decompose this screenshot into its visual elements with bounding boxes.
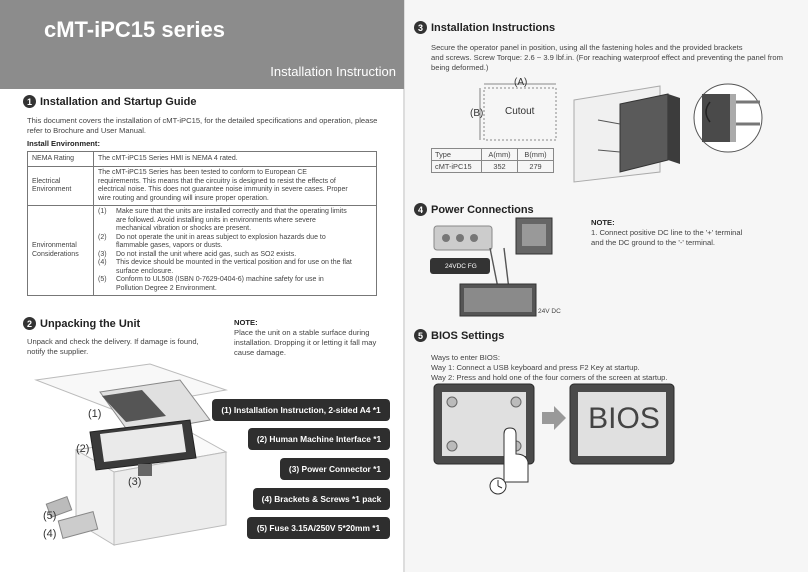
list-item: (3)Do not install the unit where acid ga… — [98, 250, 297, 258]
page-gutter — [403, 0, 405, 572]
callout-label: (5) — [43, 510, 57, 522]
intro-line: This document covers the installation of… — [27, 116, 378, 125]
section-number: 3 — [414, 21, 427, 34]
table-value: (1)Make sure that the units are installe… — [93, 205, 377, 296]
table-key: NEMA Rating — [27, 151, 94, 167]
section-number: 1 — [23, 95, 36, 108]
section-title: BIOS Settings — [431, 329, 505, 342]
callout-label: (2) — [76, 443, 90, 455]
note-heading: NOTE: — [234, 318, 258, 327]
panel-mounting-illustration — [573, 83, 763, 183]
table-header: Type — [431, 148, 482, 161]
dimension-a-label: (A) — [514, 77, 528, 88]
contents-item: (1) Installation Instruction, 2-sided A4… — [212, 399, 390, 421]
table-value: The cMT-iPC15 Series HMI is NEMA 4 rated… — [93, 151, 377, 167]
list-item: (4)This device should be mounted in the … — [98, 259, 352, 275]
contents-item: (5) Fuse 3.15A/250V 5*20mm *1 — [247, 517, 390, 539]
list-item: (2)Do not operate the unit in areas subj… — [98, 233, 326, 250]
dimension-b-label: (B) — [470, 108, 484, 119]
cutout-dimensions-table: Type A(mm) B(mm) cMT-iPC15 352 279 — [431, 148, 554, 173]
install-environment-table: NEMA Rating The cMT-iPC15 Series HMI is … — [27, 151, 377, 296]
section-1-intro: This document covers the installation of… — [27, 116, 377, 136]
table-cell: cMT-iPC15 — [431, 160, 482, 173]
install-environment-label: Install Environment: — [27, 139, 100, 148]
contents-item: (2) Human Machine Interface *1 — [248, 428, 390, 450]
bios-illustration — [433, 383, 675, 495]
section-title: Unpacking the Unit — [40, 317, 141, 330]
package-illustration — [34, 363, 228, 546]
contents-item: (3) Power Connector *1 — [280, 458, 390, 480]
document-title: cMT-iPC15 series — [44, 17, 225, 42]
installation-text: Secure the operator panel in position, u… — [431, 43, 783, 72]
title-banner: cMT-iPC15 series Installation Instructio… — [0, 0, 404, 89]
intro-line: refer to Brochure and User Manual. — [27, 126, 147, 135]
unpack-note: NOTE: Place the unit on a stable surface… — [234, 318, 377, 357]
unpack-text: Unpack and check the delivery. If damage… — [27, 337, 199, 356]
power-note: NOTE: 1. Connect positive DC line to the… — [591, 218, 743, 247]
section-1-heading: 1 Installation and Startup Guide — [23, 95, 196, 108]
section-2-heading: 2 Unpacking the Unit — [23, 317, 140, 330]
list-item: (5)Conform to UL508 (ISBN 0-7629-0404-6)… — [98, 276, 324, 292]
power-connection-illustration — [430, 217, 553, 317]
callout-label: (4) — [43, 528, 57, 540]
table-cell: 352 — [481, 160, 518, 173]
section-number: 4 — [414, 203, 427, 216]
section-number: 2 — [23, 317, 36, 330]
table-header: B(mm) — [517, 148, 554, 161]
table-cell: 279 — [517, 160, 554, 173]
power-supply-label: 24V DC — [538, 308, 561, 315]
cutout-diagram — [479, 83, 557, 141]
bios-text: Ways to enter BIOS:Way 1: Connect a USB … — [431, 353, 668, 382]
dc-terminal-label: 24VDC FG — [445, 263, 477, 270]
table-header: A(mm) — [481, 148, 518, 161]
callout-label: (3) — [128, 476, 142, 488]
document-subtitle: Installation Instruction — [270, 64, 396, 79]
callout-label: (1) — [88, 408, 102, 420]
section-title: Installation and Startup Guide — [40, 95, 197, 108]
contents-item: (4) Brackets & Screws *1 pack — [253, 488, 390, 510]
section-title: Installation Instructions — [431, 21, 556, 34]
list-item: (1)Make sure that the units are installe… — [98, 208, 347, 232]
table-row: Type A(mm) B(mm) — [431, 148, 554, 161]
note-heading: NOTE: — [591, 218, 615, 227]
cutout-label: Cutout — [505, 106, 535, 117]
section-5-heading: 5 BIOS Settings — [414, 329, 504, 342]
section-4-heading: 4 Power Connections — [414, 203, 534, 216]
table-row: cMT-iPC15 352 279 — [431, 160, 554, 173]
table-row: NEMA Rating The cMT-iPC15 Series HMI is … — [27, 151, 377, 167]
table-value: The cMT-iPC15 Series has been tested to … — [93, 166, 377, 206]
section-title: Power Connections — [431, 203, 534, 216]
bios-screen-label: BIOS — [588, 402, 660, 435]
section-3-heading: 3 Installation Instructions — [414, 21, 555, 34]
section-number: 5 — [414, 329, 427, 342]
